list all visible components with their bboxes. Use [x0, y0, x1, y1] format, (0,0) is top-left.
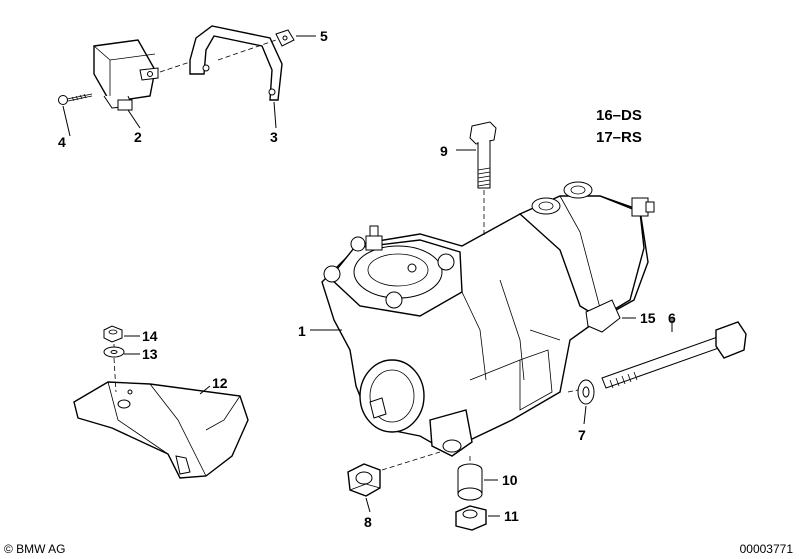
callout-4: 4 — [58, 134, 66, 150]
callout-12: 12 — [212, 375, 228, 391]
callout-2: 2 — [134, 129, 142, 145]
callout-15: 15 — [640, 310, 656, 326]
callout-3: 3 — [270, 129, 278, 145]
assembly-dash-line-7 — [567, 389, 579, 393]
callout-14: 14 — [142, 328, 158, 344]
nut-part-11 — [455, 505, 487, 531]
washer-part-7 — [577, 379, 595, 405]
image-number-label: 00003771 — [739, 542, 793, 556]
callout-6: 6 — [668, 310, 676, 326]
long-bolt-part-6 — [601, 321, 747, 389]
callout-7: 7 — [578, 427, 586, 443]
callout-10: 10 — [502, 472, 518, 488]
callout-1: 1 — [298, 323, 306, 339]
steering-box-part-1 — [321, 181, 655, 457]
leader-lines — [62, 35, 673, 517]
variant-label-rs: 17–RS — [596, 129, 642, 146]
variant-label-ds: 16–DS — [596, 107, 642, 124]
control-unit-part-2 — [93, 39, 159, 111]
clip-nut-part-5 — [275, 29, 295, 47]
callout-5: 5 — [320, 28, 328, 44]
copyright-label: © BMW AG — [4, 542, 66, 556]
bracket-part-3 — [189, 25, 283, 101]
spacer-part-10 — [457, 463, 483, 501]
assembly-dash-line-8 — [381, 451, 441, 471]
heat-shield-part-12 — [73, 381, 249, 479]
assembly-dash-line-13 — [113, 344, 117, 393]
assembly-dash-line-upper — [159, 39, 277, 73]
callout-8: 8 — [364, 514, 372, 530]
washer-part-13 — [103, 346, 125, 358]
bolt-part-9 — [469, 121, 497, 189]
nut-part-8 — [347, 463, 381, 497]
callout-13: 13 — [142, 346, 158, 362]
nut-part-14 — [103, 325, 123, 343]
callout-9: 9 — [440, 143, 448, 159]
screw-part-4 — [58, 93, 93, 105]
callout-11: 11 — [504, 508, 519, 524]
